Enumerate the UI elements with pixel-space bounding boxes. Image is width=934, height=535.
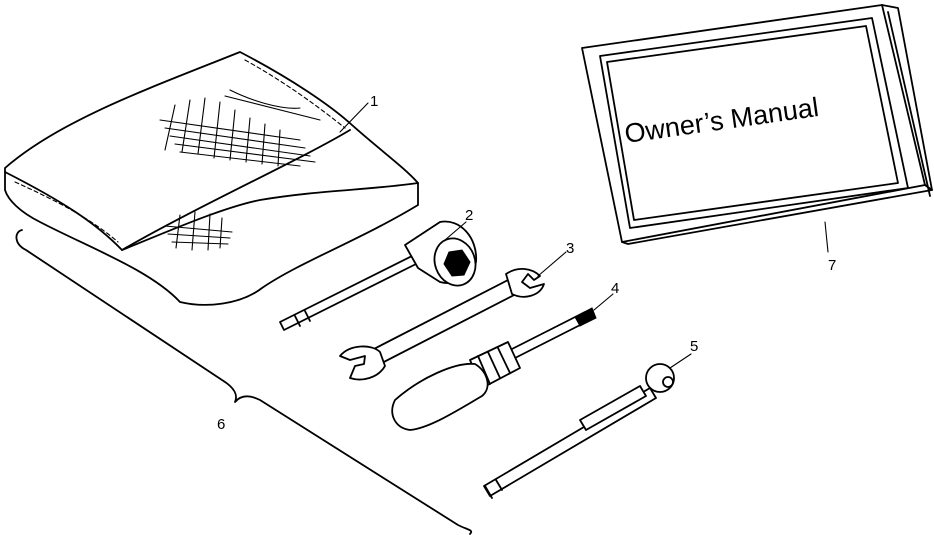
callout-5: 5 bbox=[690, 338, 698, 355]
callout-2: 2 bbox=[465, 207, 473, 224]
pouch-texture-lower bbox=[164, 211, 233, 251]
tool-pouch bbox=[4, 51, 419, 306]
callout-1: 1 bbox=[370, 93, 378, 110]
callout-7: 7 bbox=[828, 257, 836, 274]
group-bracket bbox=[15, 229, 473, 535]
pouch-texture bbox=[159, 89, 321, 167]
callout-4: 4 bbox=[611, 280, 619, 297]
leader-lines bbox=[339, 102, 829, 369]
callout-3: 3 bbox=[566, 240, 574, 257]
owners-manual: Owner’s Manual bbox=[581, 4, 933, 245]
open-end-wrench bbox=[339, 268, 545, 381]
callout-labels: 1 2 3 4 5 6 7 bbox=[217, 93, 836, 433]
callout-6: 6 bbox=[217, 416, 225, 433]
screwdriver bbox=[391, 307, 597, 431]
socket-wrench bbox=[279, 220, 477, 331]
extension-bar bbox=[483, 363, 675, 499]
